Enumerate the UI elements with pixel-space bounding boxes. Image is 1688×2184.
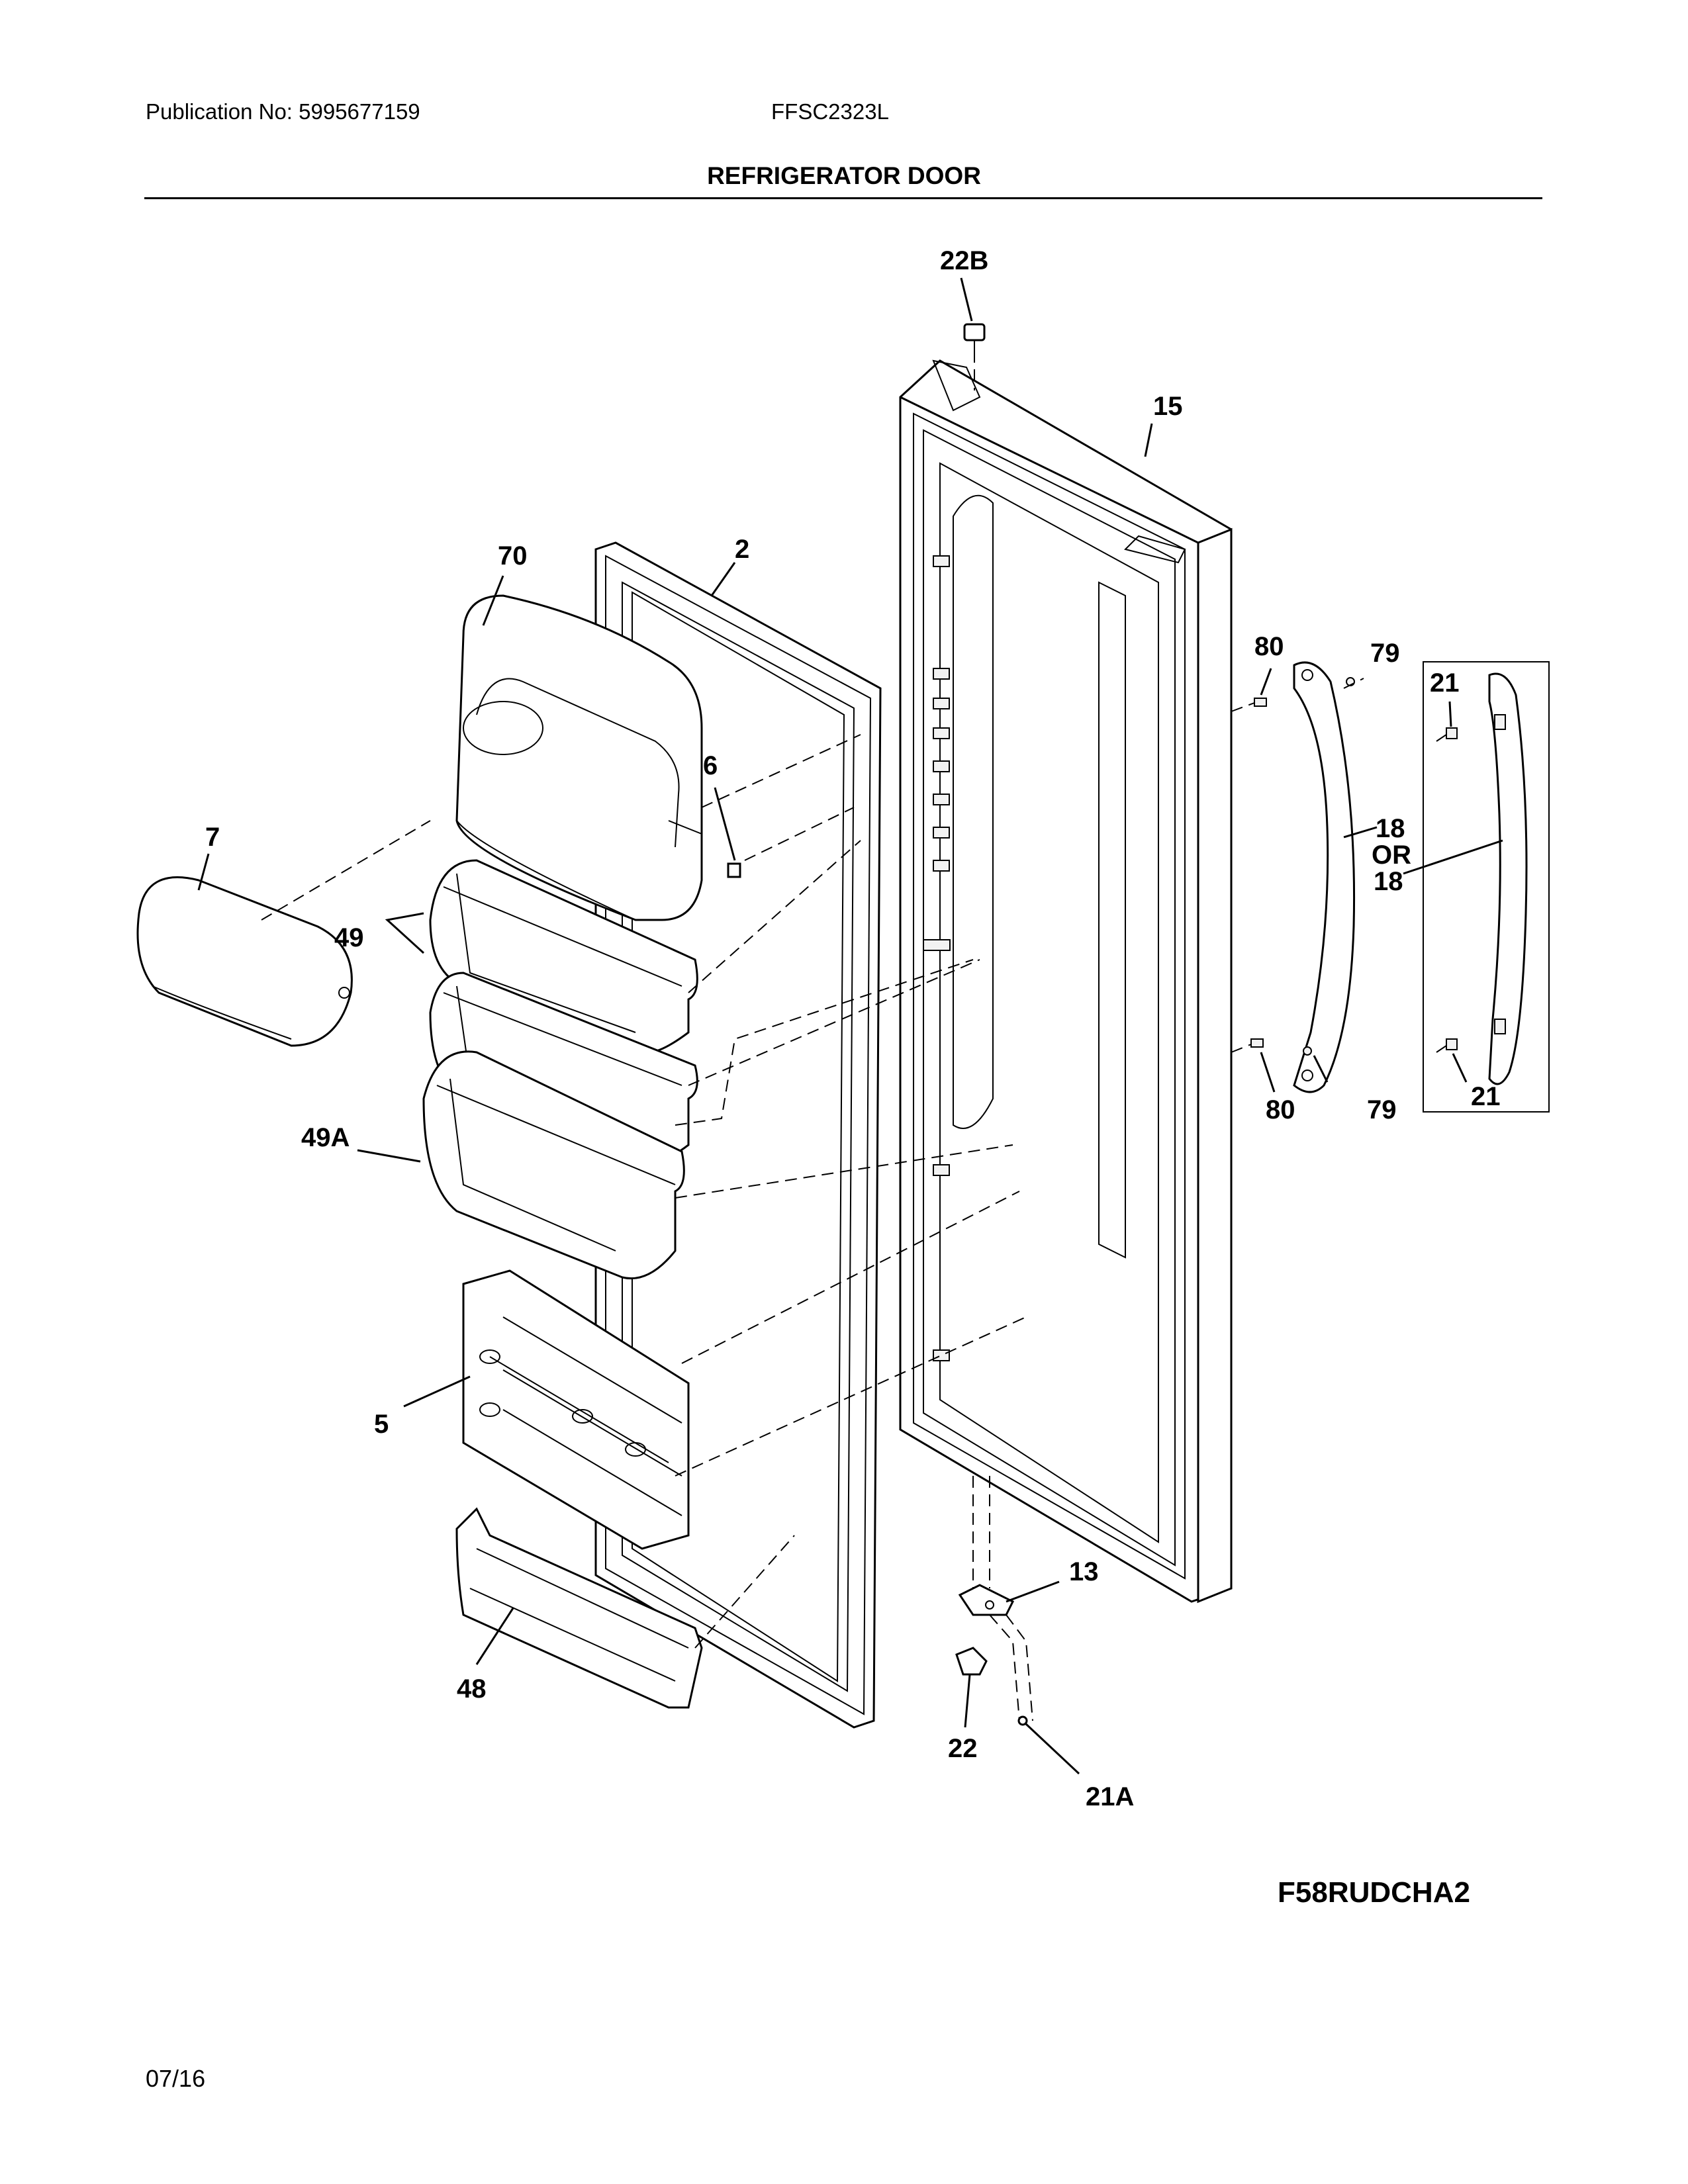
leader-15 — [1144, 423, 1153, 457]
callout-or: OR — [1372, 841, 1411, 870]
page-title: REFRIGERATOR DOOR — [707, 162, 981, 189]
callout-7: 7 — [205, 823, 220, 852]
callout-13: 13 — [1069, 1557, 1099, 1586]
door-bin-upper — [429, 859, 698, 1054]
callout-80-bottom: 80 — [1266, 1095, 1295, 1124]
assembly-lines — [261, 734, 1027, 1649]
callout-22b: 22B — [940, 246, 988, 275]
top-hinge-bushing — [960, 277, 986, 390]
diagram-code: F58RUDCHA2 — [1278, 1876, 1470, 1909]
callout-49a: 49A — [301, 1123, 350, 1152]
callout-48: 48 — [457, 1674, 487, 1704]
callout-79-top: 79 — [1370, 639, 1400, 668]
callout-22: 22 — [948, 1734, 978, 1763]
door-handle — [1293, 661, 1356, 1093]
callout-5: 5 — [374, 1410, 389, 1439]
door-bin-large — [422, 1050, 685, 1280]
bottom-hinge-parts — [955, 1476, 1080, 1775]
callout-21-bottom: 21 — [1471, 1082, 1501, 1111]
callout-6: 6 — [703, 751, 718, 780]
callout-21a: 21A — [1086, 1782, 1134, 1811]
clip-part — [714, 787, 741, 878]
callout-80-top: 80 — [1254, 632, 1284, 661]
callout-18-alt: 18 — [1374, 867, 1403, 896]
callout-49: 49 — [334, 923, 364, 952]
leader-70 — [482, 575, 504, 626]
leader-18 — [1343, 826, 1378, 839]
callout-79-bottom: 79 — [1367, 1095, 1397, 1124]
callout-15: 15 — [1153, 392, 1183, 421]
shelf-rack — [462, 1269, 690, 1550]
leader-2 — [710, 562, 736, 596]
leader-48 — [475, 1608, 514, 1665]
callout-2: 2 — [735, 535, 749, 564]
dairy-door — [136, 876, 353, 1047]
alternative-handle-box — [1423, 661, 1550, 1113]
callout-70: 70 — [498, 541, 528, 570]
leader-49a — [357, 1149, 421, 1163]
handle-screws-bottom — [1231, 1038, 1329, 1093]
leader-18-alt — [1403, 839, 1503, 875]
dairy-compartment — [455, 594, 703, 921]
handle-screws-top — [1231, 668, 1364, 712]
leader-49 — [385, 912, 425, 954]
model-number: FFSC2323L — [771, 99, 889, 124]
leader-7 — [197, 853, 210, 891]
callout-21-top: 21 — [1430, 668, 1460, 698]
callout-18: 18 — [1376, 814, 1405, 843]
revision-date: 07/16 — [146, 2065, 206, 2092]
shelf-studs — [923, 555, 951, 1361]
header-divider — [144, 197, 1542, 199]
bottom-bin — [455, 1507, 703, 1709]
door-outer-panel — [899, 359, 1233, 1604]
leader-5 — [403, 1375, 471, 1408]
publication-number: Publication No: 5995677159 — [146, 99, 420, 124]
